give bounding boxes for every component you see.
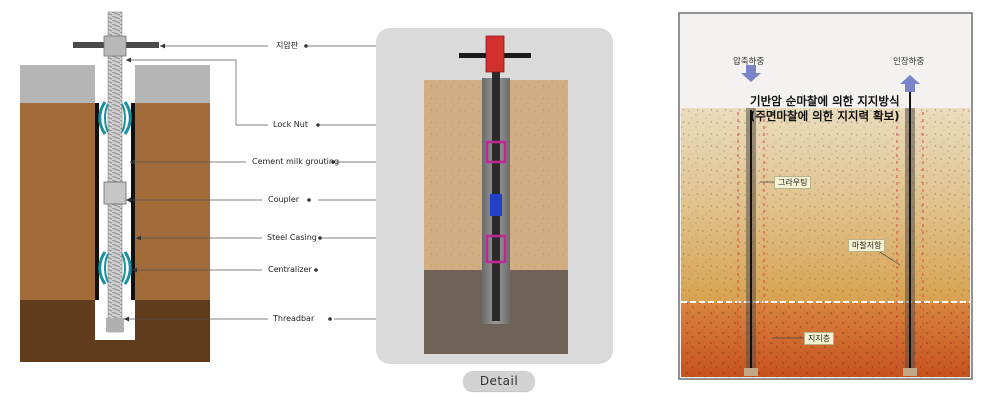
- tag-grouting: 그라우팅: [774, 176, 812, 189]
- tag-bearing-layer: 지지층: [804, 332, 835, 345]
- tag-friction: 마찰저항: [848, 239, 886, 252]
- soil-lower-left: [20, 300, 95, 362]
- detail-grout-ring-upper: [485, 140, 507, 164]
- detail-coupler: [490, 194, 502, 216]
- left-anchor-diagram: [20, 11, 498, 362]
- right-title-line1: 기반암 순마찰에 의한 지지방식: [750, 94, 900, 108]
- bottom-soil-strip: [95, 340, 135, 362]
- threadbar-end: [106, 318, 124, 332]
- soil-upper-left: [20, 103, 95, 300]
- label-bullets: [304, 44, 335, 321]
- label-bearing-plate: 지압판: [276, 41, 299, 50]
- label-centralizer: Centralizer: [268, 265, 312, 274]
- detail-panel: [376, 28, 613, 364]
- right-diagram: [678, 12, 973, 380]
- label-compression-load: 압축하중: [733, 57, 765, 67]
- ground-surface-left: [20, 65, 95, 103]
- centralizer-lower: [98, 251, 132, 285]
- compression-arrow-icon: [741, 65, 761, 82]
- anchor-compression: [737, 65, 765, 376]
- anchor-tension: [896, 75, 924, 376]
- right-title-line2: (주면마찰에 의한 지지력 확보): [750, 109, 900, 123]
- centralizer-upper: [98, 101, 132, 135]
- right-soil-speckle: [681, 108, 970, 303]
- label-steel-casing: Steel Casing: [267, 233, 317, 242]
- leader-arrowheads: [124, 43, 482, 322]
- steel-casing-right-wall: [131, 103, 135, 300]
- label-coupler: Coupler: [268, 195, 300, 204]
- tension-arrow-icon: [900, 75, 920, 92]
- lock-nut: [103, 35, 127, 57]
- detail-threadbar: [492, 66, 500, 321]
- detail-lock-nut: [485, 35, 505, 73]
- label-cement-grouting: Cement milk grouting: [252, 157, 340, 166]
- label-lock-nut: Lock Nut: [273, 120, 308, 129]
- detail-button[interactable]: Detail: [463, 371, 535, 391]
- soil-lower-right: [135, 300, 210, 362]
- coupler: [103, 181, 127, 205]
- label-tension-load: 인장하중: [893, 57, 925, 67]
- detail-grout-ring-lower: [485, 234, 507, 264]
- ground-surface-right: [135, 65, 210, 103]
- label-threadbar: Threadbar: [273, 314, 315, 323]
- threadbar-rod: [107, 11, 123, 333]
- soil-upper-right: [135, 103, 210, 300]
- steel-casing-left-wall: [95, 103, 99, 300]
